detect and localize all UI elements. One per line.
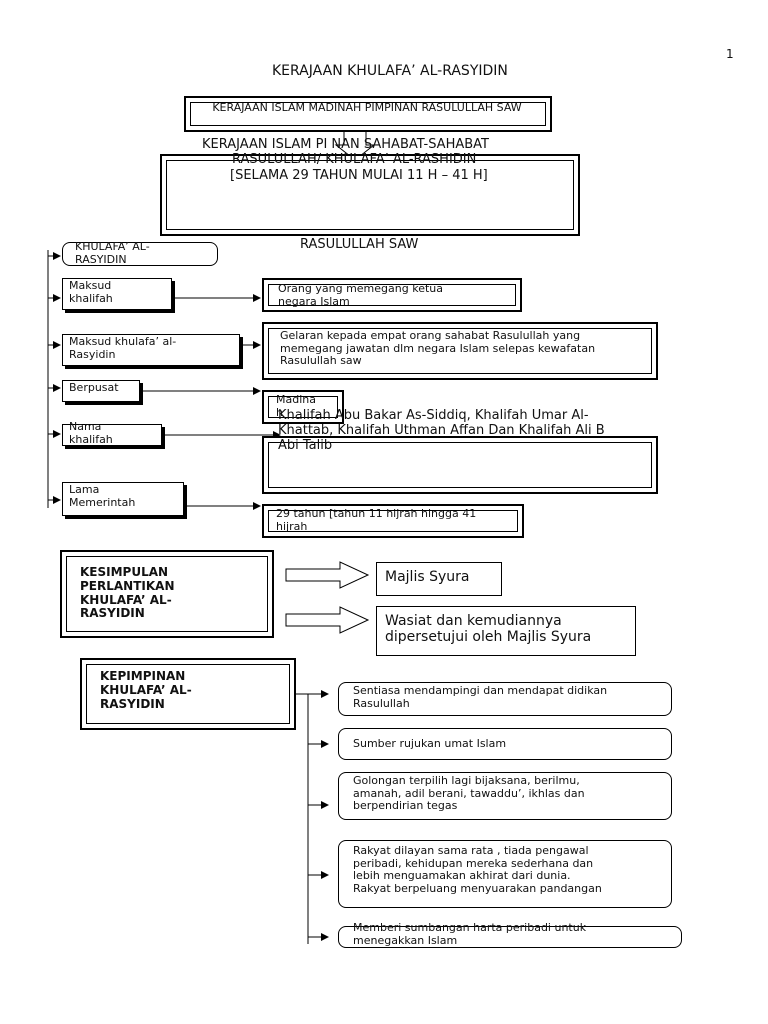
kepimpinan-item-2: Sumber rujukan umat Islam	[338, 728, 672, 760]
madinah-box-text: KERAJAAN ISLAM MADINAH PIMPINAN RASULULL…	[212, 101, 522, 114]
kesimpulan-text: KESIMPULAN PERLANTIKAN KHULAFA’ AL- RASY…	[80, 565, 175, 621]
kepimpinan-text: KEPIMPINAN KHULAFA’ AL- RASYIDIN	[100, 669, 192, 711]
kesimpulan-box: KESIMPULAN PERLANTIKAN KHULAFA’ AL- RASY…	[60, 550, 274, 638]
kepimpinan-item-2-text: Sumber rujukan umat Islam	[353, 737, 507, 750]
khulafa-label-text: KHULAFA’ AL- RASYIDIN	[75, 240, 150, 266]
khulafa-rule-box: RASULULLAH/ KHULAFA’ AL-RASHIDIN [SELAMA…	[160, 152, 580, 236]
maksud-khulafa-value-text: Gelaran kepada empat orang sahabat Rasul…	[280, 329, 596, 368]
nama-khalifah-value	[262, 436, 658, 494]
khulafa-rule-line3: [SELAMA 29 TAHUN MULAI 11 H – 41 H]	[230, 168, 488, 183]
kepimpinan-item-4-text: Rakyat dilayan sama rata , tiada pengawa…	[353, 844, 602, 895]
kepimpinan-item-5: Memberi sumbangan harta peribadi untuk m…	[338, 921, 682, 948]
wasiat-box: Wasiat dan kemudiannya dipersetujui oleh…	[376, 606, 636, 656]
kepimpinan-item-3-text: Golongan terpilih lagi bijaksana, berilm…	[353, 774, 585, 813]
lama-memerintah-label: Lama Memerintah	[62, 482, 184, 516]
maksud-khalifah-label: Maksud khalifah	[62, 278, 172, 310]
rasulullah-label: RASULULLAH SAW	[300, 237, 419, 252]
maksud-khalifah-value: Orang yang memegang ketua negara Islam	[262, 278, 522, 312]
kepimpinan-item-5-text: Memberi sumbangan harta peribadi untuk m…	[353, 921, 587, 947]
maksud-khalifah-value-text: Orang yang memegang ketua negara Islam	[278, 282, 443, 308]
page-number: 1	[726, 47, 734, 61]
maksud-khulafa-value: Gelaran kepada empat orang sahabat Rasul…	[262, 322, 658, 380]
nama-khalifah-label: Nama khalifah	[62, 420, 162, 446]
wasiat-text: Wasiat dan kemudiannya dipersetujui oleh…	[385, 613, 592, 646]
berpusat-text: Berpusat	[69, 381, 119, 394]
khulafa-rule-line1: KERAJAAN ISLAM PI NAN SAHABAT-SAHABAT	[202, 137, 489, 152]
khulafa-rule-line2: RASULULLAH/ KHULAFA’ AL-RASHIDIN	[232, 152, 477, 167]
khulafa-label-box: KHULAFA’ AL- RASYIDIN	[62, 240, 218, 266]
kepimpinan-item-3: Golongan terpilih lagi bijaksana, berilm…	[338, 772, 672, 820]
majlis-syura-box: Majlis Syura	[376, 562, 502, 596]
maksud-khulafa-text: Maksud khulafa’ al- Rasyidin	[69, 335, 177, 361]
maksud-khulafa-label: Maksud khulafa’ al- Rasyidin	[62, 334, 240, 366]
berpusat-value: Madina h	[262, 390, 344, 424]
kepimpinan-item-1-text: Sentiasa mendampingi dan mendapat didika…	[353, 684, 608, 710]
kepimpinan-item-4: Rakyat dilayan sama rata , tiada pengawa…	[338, 840, 672, 908]
lama-memerintah-value-text: 29 tahun [tahun 11 hijrah hingga 41 hijr…	[276, 507, 477, 533]
maksud-khalifah-text: Maksud khalifah	[69, 279, 113, 305]
majlis-syura-text: Majlis Syura	[385, 569, 470, 585]
lama-memerintah-text: Lama Memerintah	[69, 483, 136, 509]
berpusat-value-text: Madina h	[276, 393, 316, 419]
nama-khalifah-value-text: Khalifah Abu Bakar As-Siddiq, Khalifah U…	[278, 408, 605, 453]
lama-memerintah-value: 29 tahun [tahun 11 hijrah hingga 41 hijr…	[262, 504, 524, 538]
madinah-box: KERAJAAN ISLAM MADINAH PIMPINAN RASULULL…	[184, 96, 552, 132]
page-title: KERAJAAN KHULAFA’ AL-RASYIDIN	[272, 63, 508, 79]
nama-khalifah-text: Nama khalifah	[69, 420, 113, 446]
kepimpinan-box: KEPIMPINAN KHULAFA’ AL- RASYIDIN	[80, 658, 296, 730]
berpusat-label: Berpusat	[62, 380, 140, 402]
kepimpinan-item-1: Sentiasa mendampingi dan mendapat didika…	[338, 682, 672, 716]
